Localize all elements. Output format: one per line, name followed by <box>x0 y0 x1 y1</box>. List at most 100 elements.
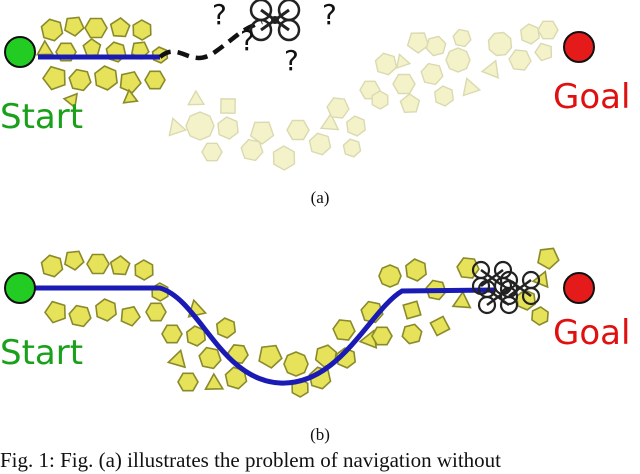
obstacle-shape <box>445 47 471 73</box>
obstacle-shape <box>402 300 422 320</box>
sublabel-a: (a) <box>311 188 330 207</box>
obstacle-shape <box>392 73 416 95</box>
obstacle-shape <box>94 65 118 91</box>
obstacle-shape <box>64 250 85 271</box>
obstacle-shape <box>429 315 451 337</box>
panel-b: Start Goal (b) <box>0 247 630 444</box>
obstacle-shape <box>120 305 141 327</box>
obstacle-shape <box>119 70 142 94</box>
obstacle-shape <box>42 65 66 91</box>
obstacle-shape <box>406 32 430 54</box>
obstacle-shape <box>487 31 513 57</box>
figure: Start Goal ? ? ? ? (a) Start Goal <box>0 0 630 444</box>
obstacle-shape <box>82 38 102 57</box>
obstacle-shape <box>531 306 549 326</box>
obstacle-shape <box>451 290 472 309</box>
obstacle-shape <box>480 59 500 79</box>
obstacle-shape <box>187 89 206 106</box>
obstacle-shape <box>342 138 362 158</box>
panel-a: Start Goal ? ? ? ? (a) <box>0 0 630 207</box>
obstacle-shape <box>434 85 454 107</box>
obstacle-shape <box>374 52 398 76</box>
obstacle-shape <box>332 319 356 341</box>
obstacle-shape <box>177 372 199 392</box>
obstacle-shape <box>425 35 447 57</box>
obstacles-unknown-a <box>168 20 559 171</box>
obstacle-shape <box>40 254 64 278</box>
obstacle-shape <box>346 115 366 137</box>
obstacle-shape <box>537 247 560 270</box>
obstacle-shape <box>508 49 532 71</box>
obstacle-shape <box>62 92 79 109</box>
obstacle-shape <box>166 348 187 369</box>
start-label-a: Start <box>0 97 83 137</box>
obstacle-shape <box>395 53 412 70</box>
obstacle-shape <box>95 298 117 322</box>
drone-icon <box>249 0 301 42</box>
path-planned-b <box>32 285 496 386</box>
obstacles-known-a <box>35 16 169 109</box>
obstacle-shape <box>198 346 222 370</box>
obstacle-shape <box>145 302 167 322</box>
obstacle-shape <box>520 23 540 45</box>
obstacle-shape <box>132 19 152 41</box>
obstacle-shape <box>405 258 427 282</box>
obstacle-shape <box>134 259 154 281</box>
obstacle-shape <box>44 300 66 324</box>
goal-label-b: Goal <box>553 313 630 353</box>
obstacle-shape <box>420 62 444 86</box>
question-mark-4: ? <box>284 44 299 77</box>
obstacle-shape <box>249 121 275 145</box>
obstacle-shape <box>371 326 393 346</box>
obstacle-shape <box>319 112 340 131</box>
obstacle-shape <box>204 372 225 391</box>
obstacle-shape <box>64 16 85 37</box>
obstacle-shape <box>534 42 553 62</box>
obstacle-shape <box>68 304 92 328</box>
obstacle-shape <box>68 68 92 92</box>
obstacle-shape <box>217 116 239 140</box>
obstacle-shape <box>86 253 110 275</box>
drone-icon-3 <box>477 279 519 315</box>
goal-node-a <box>563 31 595 63</box>
question-mark-1: ? <box>212 0 227 31</box>
obstacle-shape <box>326 97 350 119</box>
question-mark-2: ? <box>322 0 337 31</box>
goal-label-a: Goal <box>553 77 630 117</box>
obstacle-shape <box>40 18 64 42</box>
obstacle-shape <box>161 324 183 344</box>
obstacle-shape <box>35 39 55 56</box>
question-mark-3: ? <box>240 24 255 57</box>
start-node-a <box>4 36 36 68</box>
obstacle-shape <box>378 264 402 288</box>
obstacle-shape <box>462 77 482 97</box>
obstacle-shape <box>401 323 423 345</box>
obstacle-shape <box>258 344 283 369</box>
obstacle-shape <box>314 344 338 368</box>
obstacle-shape <box>283 351 309 377</box>
start-node-b <box>4 272 36 304</box>
obstacle-shape <box>109 255 131 276</box>
obstacle-shape <box>537 20 559 40</box>
obstacle-shape <box>452 28 472 48</box>
obstacle-shape <box>122 88 139 104</box>
obstacle-shape <box>201 142 223 162</box>
obstacle-shape <box>240 138 264 162</box>
figure-caption: Fig. 1: Fig. (a) illustrates the problem… <box>0 448 502 472</box>
obstacle-shape <box>399 93 421 114</box>
obstacle-shape <box>109 17 131 38</box>
obstacle-shape <box>215 317 237 339</box>
obstacle-shape <box>84 17 108 39</box>
obstacle-shape <box>185 111 215 141</box>
obstacle-shape <box>308 132 332 156</box>
obstacle-shape <box>144 70 166 90</box>
path-unknown-a <box>158 19 263 61</box>
obstacle-shape <box>272 145 296 171</box>
obstacle-shape <box>286 119 310 141</box>
obstacle-shape <box>220 98 236 114</box>
obstacle-shape <box>371 90 389 110</box>
start-label-b: Start <box>0 333 83 373</box>
goal-node-b <box>563 272 595 304</box>
sublabel-b: (b) <box>310 425 330 444</box>
obstacle-shape <box>168 117 188 137</box>
